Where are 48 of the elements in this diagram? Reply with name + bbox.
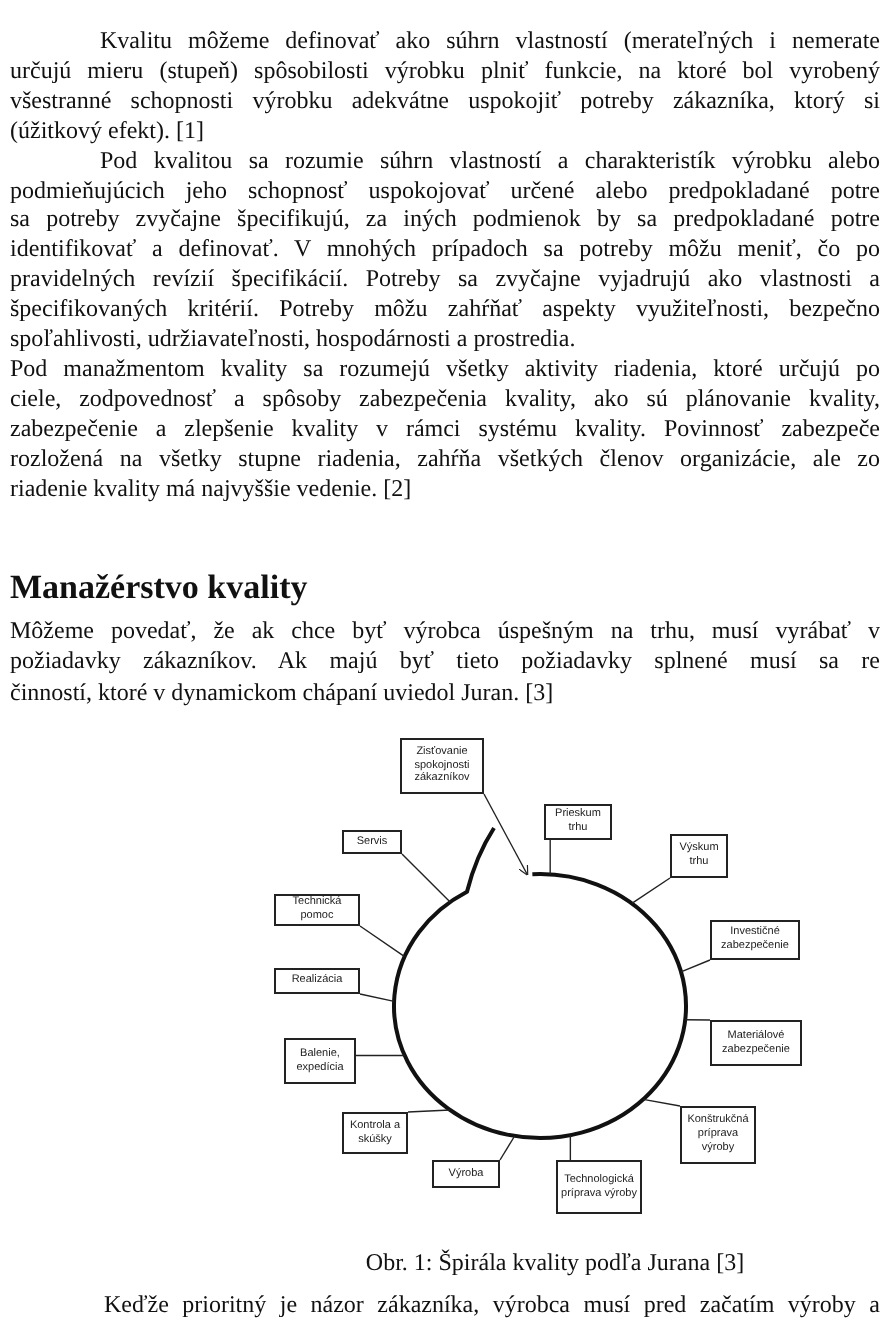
section-heading: Manažérstvo kvality [10,568,308,608]
leader-line [359,993,395,1003]
stage-box [680,1106,756,1164]
text-line: pravidelných revízií špecifikácií. Potreby sa zvyčajne vyjadrujú ako vlastnosti a [10,264,880,293]
stage-box [710,920,800,960]
leader-line [680,959,711,973]
text-line: spoľahlivosti, udržiavateľnosti, hospodárnosti a prostredia. [10,324,578,352]
text-line: Pod kvalitou sa rozumie súhrn vlastností a charakteristík výrobku alebo [100,145,880,174]
stage-box [432,1160,500,1188]
leader-line [569,1134,572,1161]
stage-box [274,894,360,926]
text-line: požiadavky zákazníkov. Ak majú byť tieto požiadavky splnené musí sa re [10,646,880,674]
text-line: zabezpečenie a zlepšenie kvality v rámci systému kvality. Povinnosť zabezpeče [10,413,880,442]
text-line: určujú mieru (stupeň) spôsobilosti výrobku plniť funkcie, na ktoré bol vyrobený [10,55,880,84]
leader-line [549,839,551,876]
leader-line [684,1019,711,1021]
text-line: ciele, zodpovednosť a spôsoby zabezpečenia kvality, ako sú plánovanie kvality, [10,383,880,412]
leader-line [359,925,406,958]
text-line: identifikovať a definovať. V mnohých prípadoch sa potreby môžu meniť, čo po [10,234,880,263]
text-line: sa potreby zvyčajne špecifikujú, za iných podmienok by sa predpokladané potre [10,204,880,233]
stage-box [544,804,612,840]
text-line: podmieňujúcich jeho schopnosť uspokojovať určené alebo predpokladané potre [10,175,880,203]
text-line: Keďže prioritný je názor zákazníka, výrobca musí pred začatím výroby a [104,1290,880,1318]
stage-box [342,1112,408,1154]
text-line: riadenie kvality má najvyššie vedenie. [2] [10,473,414,501]
text-line: Kvalitu môžeme definovať ako súhrn vlastností (merateľných i nemerate [100,26,880,54]
text-line: činností, ktoré v dynamickom chápaní uviedol Juran. [3] [10,678,556,706]
stage-box [342,830,402,854]
leader-line [355,1054,406,1057]
leader-line [631,877,671,905]
text-line: všestranné schopnosti výrobku adekvátne uspokojiť potreby zákazníka, ktorý si [10,85,880,114]
leader-line [642,1098,681,1107]
leader-line [407,1109,451,1113]
stage-box [556,1160,642,1214]
text-line: Môžeme povedať, že ak chce byť výrobca úspešným na trhu, musí vyrábať v [10,616,880,644]
text-line: rozložená na všetky stupne riadenia, zahŕňa všetkých členov organizácie, ale zo [10,443,880,472]
figure-caption: Obr. 1: Špirála kvality podľa Jurana [3] [363,1248,747,1276]
stage-box [400,738,484,794]
stage-box [710,1020,802,1066]
text-line: (úžitkový efekt). [1] [10,115,206,144]
arrow [483,793,529,876]
stage-box [284,1038,356,1084]
stage-box [274,968,360,994]
text-line: špecifikovaných kritérií. Potreby môžu zahŕňať aspekty využiteľnosti, bezpečno [10,294,880,323]
leader-line [499,1135,516,1161]
stage-box [670,834,728,878]
text-line: Pod manažmentom kvality sa rozumejú všetky aktivity riadenia, ktoré určujú po [10,353,880,382]
leader-line [401,853,451,903]
